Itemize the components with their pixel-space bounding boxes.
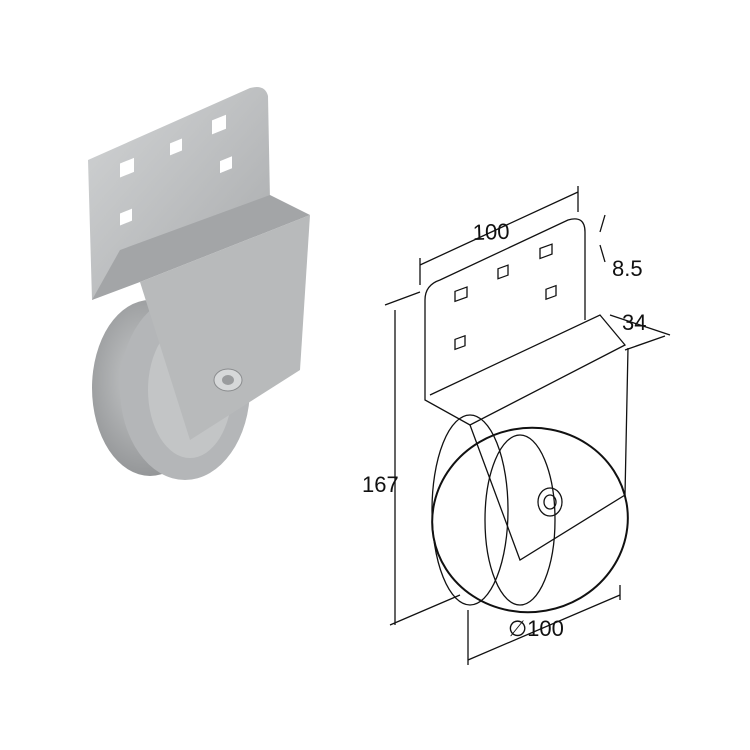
mounting-holes	[120, 114, 232, 226]
dimension-height: 167	[362, 472, 399, 497]
rendered-pulley	[88, 87, 310, 480]
technical-drawing	[384, 186, 671, 665]
dimension-thickness: 8.5	[612, 256, 643, 281]
dimension-depth: 34	[622, 310, 646, 335]
dimension-width: 100	[472, 219, 510, 245]
dimension-wheel-diameter: ∅100	[508, 616, 564, 641]
fold	[92, 195, 310, 300]
side-plate	[140, 215, 310, 440]
